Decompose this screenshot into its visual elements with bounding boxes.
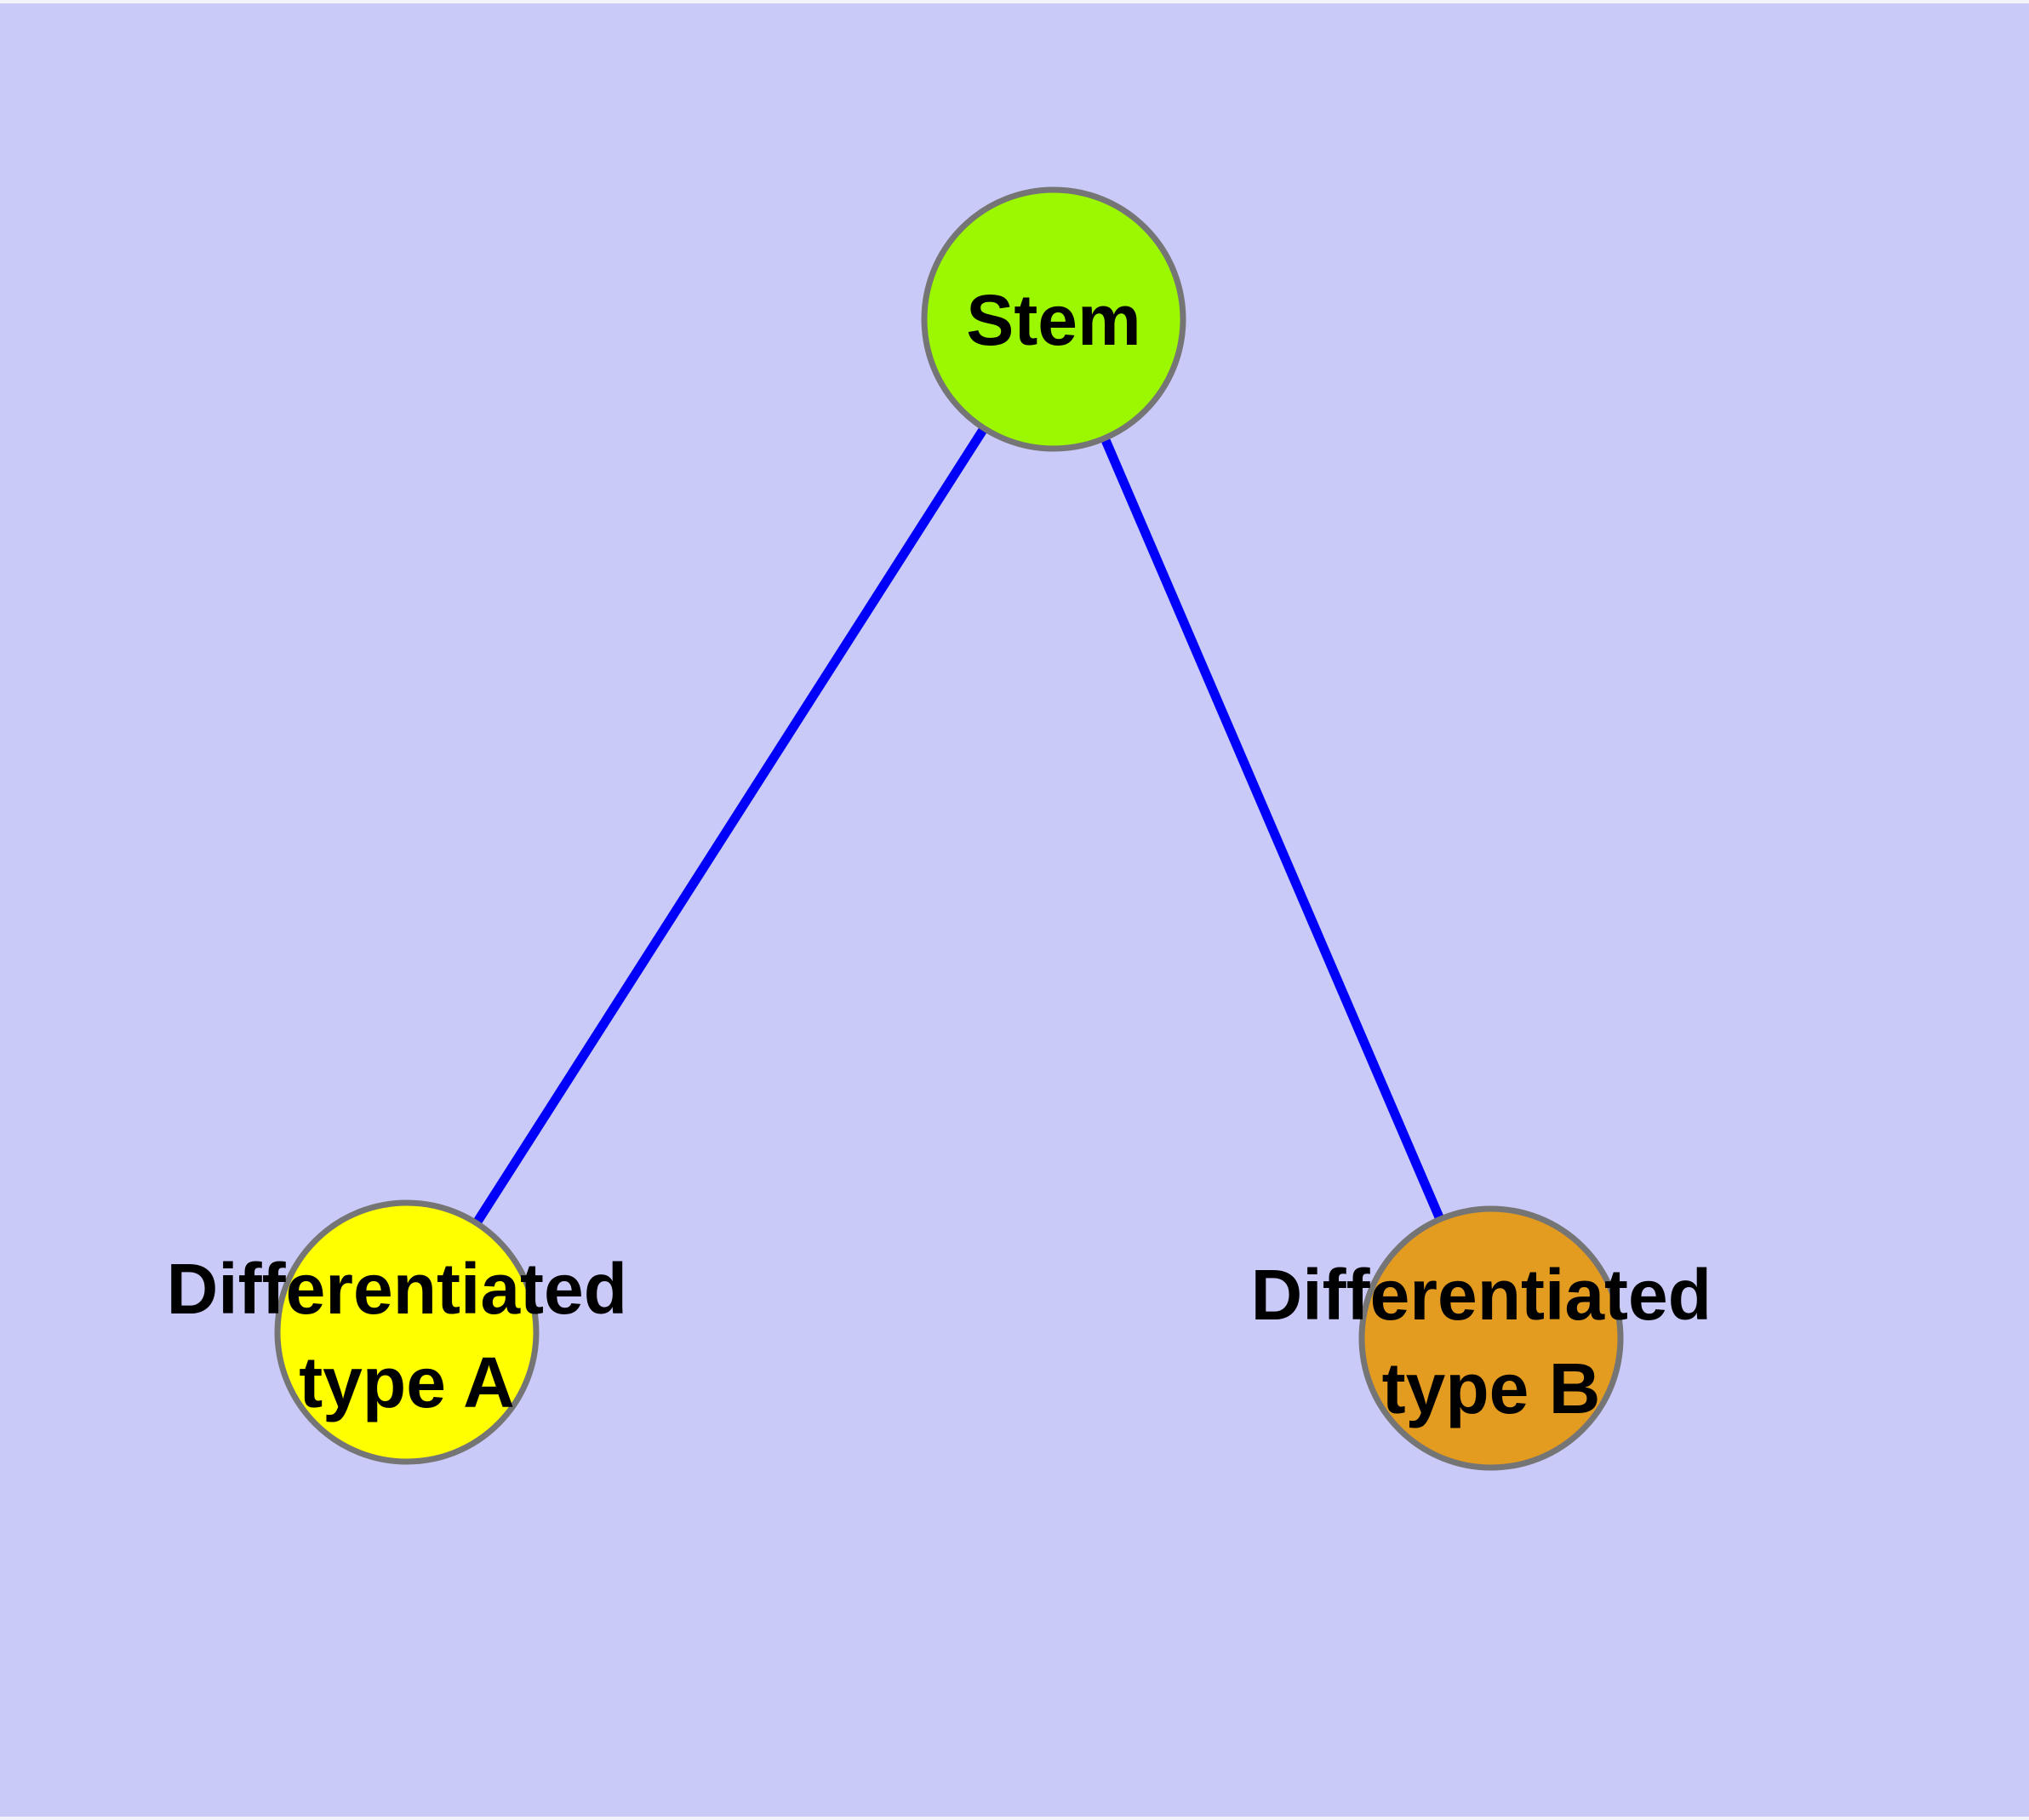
node-label-differentiated-type-b-line1: Differentiated [1251, 1255, 1712, 1335]
node-differentiated-type-a [274, 1199, 540, 1465]
node-stem [921, 186, 1186, 452]
node-label-differentiated-type-b: Differentiated type B [1251, 1255, 1732, 1428]
nodes [274, 186, 1624, 1471]
edges [403, 317, 1496, 1341]
node-label-differentiated-type-a-line1: Differentiated [167, 1249, 627, 1329]
node-label-stem: Stem [966, 280, 1140, 360]
node-differentiated-type-b [1358, 1205, 1624, 1471]
node-labels: Stem Differentiated type A Differentiate… [167, 280, 1732, 1428]
node-label-differentiated-type-a-line2: type A [299, 1342, 515, 1422]
edge-stem-to-type-a [403, 317, 1058, 1335]
edge-stem-to-type-b [1049, 317, 1496, 1341]
node-label-differentiated-type-b-line2: type B [1382, 1348, 1601, 1428]
node-label-differentiated-type-a: Differentiated type A [167, 1249, 648, 1422]
